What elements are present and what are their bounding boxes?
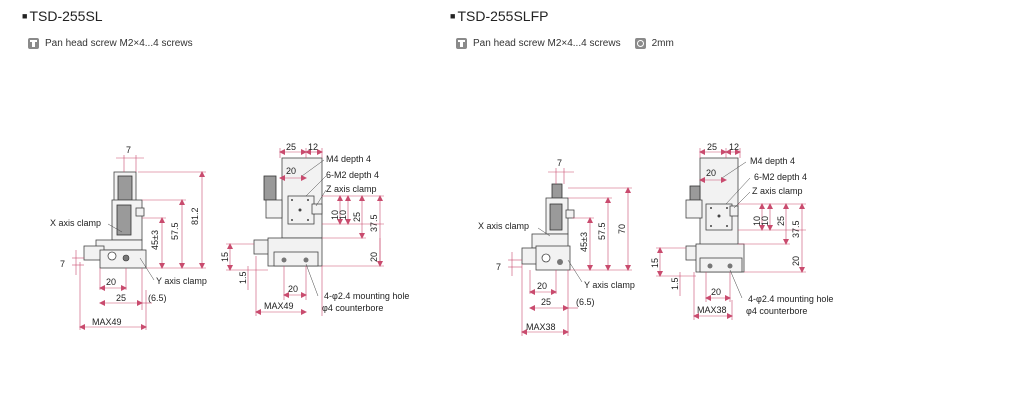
x-axis-clamp-label: X axis clamp [478, 221, 529, 231]
counterbore-label: φ4 counterbore [322, 303, 383, 313]
dim-label: MAX38 [697, 305, 727, 315]
screw-icon [28, 38, 39, 49]
z-axis-clamp-label: Z axis clamp [752, 186, 803, 196]
dim-label: 25 [352, 212, 362, 222]
dim-label: 7 [126, 145, 131, 155]
dim-label: 7 [557, 158, 562, 168]
m4-depth-label: M4 depth 4 [750, 156, 795, 166]
m2-depth-label: 6-M2 depth 4 [326, 170, 379, 180]
mounting-hole-label: 4-φ2.4 mounting hole [748, 294, 833, 304]
left-side-view: 7 81.2 57.5 45±3 X axis clamp 7 Y axis c… [50, 145, 207, 330]
right-title: ■TSD-255SLFP [450, 8, 549, 24]
dim-label: 25 [116, 293, 126, 303]
dim-label: 20 [286, 166, 296, 176]
left-side-stage [83, 171, 147, 269]
m2-depth-label: 6-M2 depth 4 [754, 172, 807, 182]
dim-label: 10 [752, 216, 762, 226]
dim-label: 12 [308, 142, 318, 152]
y-axis-clamp-label: Y axis clamp [584, 280, 635, 290]
x-axis-clamp-label: X axis clamp [50, 218, 101, 228]
right-side-stage [521, 183, 575, 271]
dim-label: 20 [791, 256, 801, 266]
dim-label: 10 [338, 210, 348, 220]
dim-label: 20 [288, 284, 298, 294]
hex-key-icon [634, 38, 646, 49]
m4-depth-label: M4 depth 4 [326, 154, 371, 164]
mounting-hole-label: 4-φ2.4 mounting hole [324, 291, 409, 301]
right-front-view: 25 12 20 M4 depth 4 6-M2 depth 4 Z axis … [650, 142, 833, 320]
dim-label: 37.5 [791, 220, 801, 238]
dim-label: 1.5 [670, 277, 680, 290]
dim-label: 12 [729, 142, 739, 152]
left-title: ■TSD-255SL [22, 8, 103, 24]
dim-label: 20 [706, 168, 716, 178]
dim-label: 25 [541, 297, 551, 307]
dim-label: 57.5 [170, 222, 180, 240]
dim-label: 15 [650, 258, 660, 268]
dim-label: 25 [707, 142, 717, 152]
dim-label: 81.2 [190, 207, 200, 225]
screw-icon [456, 38, 467, 49]
dim-label: MAX38 [526, 322, 556, 332]
dim-label: 37.5 [369, 214, 379, 232]
left-screw-note: Pan head screw M2×4...4 screws [28, 38, 193, 49]
dim-label: 25 [776, 216, 786, 226]
dim-label: 25 [286, 142, 296, 152]
left-front-view: 25 12 20 M4 depth 4 6-M2 depth 4 Z axis … [220, 142, 409, 316]
dim-label: 7 [496, 262, 501, 272]
dim-label: 20 [537, 281, 547, 291]
dim-label: 20 [106, 277, 116, 287]
dim-label: 20 [369, 252, 379, 262]
dim-label: MAX49 [264, 301, 294, 311]
dim-label: 20 [711, 287, 721, 297]
dim-label: 57.5 [597, 222, 607, 240]
dim-label: (6.5) [576, 297, 595, 307]
dim-label: 45±3 [579, 232, 589, 252]
right-front-stage [685, 157, 745, 273]
dim-label: 7 [60, 259, 65, 269]
z-axis-clamp-label: Z axis clamp [326, 184, 377, 194]
dim-label: 15 [220, 252, 230, 262]
right-side-view: 7 70 57.5 45±3 X axis clamp 7 Y axis cla… [478, 158, 635, 336]
dim-label: 10 [760, 216, 770, 226]
counterbore-label: φ4 counterbore [746, 306, 807, 316]
dim-label: MAX49 [92, 317, 122, 327]
dim-label: 70 [617, 224, 627, 234]
dim-label: 10 [330, 210, 340, 220]
y-axis-clamp-label: Y axis clamp [156, 276, 207, 286]
dim-label: 1.5 [238, 271, 248, 284]
dim-label: (6.5) [148, 293, 167, 303]
dim-label: 45±3 [150, 230, 160, 250]
left-front-stage [253, 157, 323, 267]
